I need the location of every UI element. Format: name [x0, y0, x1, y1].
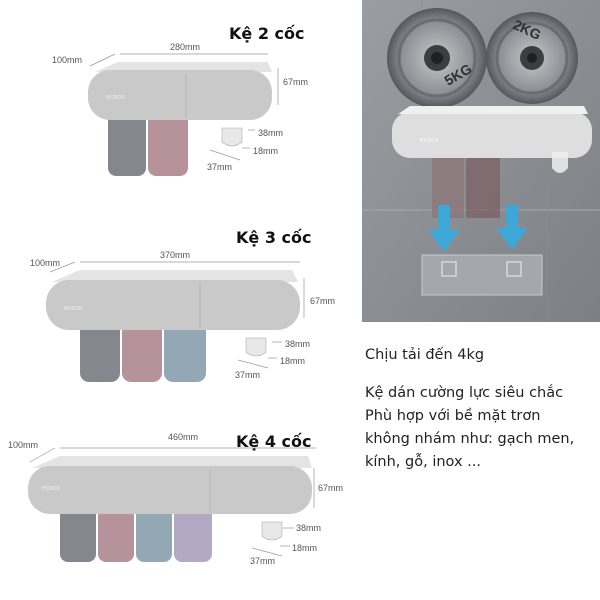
feature-line: Kệ dán cường lực siêu chắc [365, 385, 564, 401]
cup [108, 110, 146, 176]
cup [164, 320, 206, 382]
dim-depth: 100mm [52, 55, 83, 65]
cup [98, 500, 134, 562]
photo-scene: 5KG 2KG ecoco [362, 0, 600, 322]
brand-logo: ecoco [42, 485, 61, 492]
dim-hook-height: 38mm [258, 128, 284, 138]
feature-line: Phù hợp với bề mặt trơn [365, 408, 541, 424]
product-photo: 5KG 2KG ecoco [362, 0, 600, 322]
dim-height: 67mm [310, 296, 336, 306]
cup [122, 320, 162, 382]
shelf-4-cups-illustration: ecoco [28, 447, 316, 562]
cup [148, 110, 188, 176]
dim-width: 280mm [170, 42, 201, 52]
dim-hook-width: 37mm [235, 370, 261, 380]
product-title-4-cups: Kệ 4 cốc [236, 432, 312, 451]
dim-width: 460mm [168, 432, 199, 442]
cup [80, 320, 120, 382]
dim-hook-height: 38mm [296, 523, 322, 533]
dim-hook-height: 38mm [285, 339, 311, 349]
cup [60, 500, 96, 562]
dim-height: 67mm [283, 77, 309, 87]
cup [466, 158, 500, 218]
brand-logo: ecoco [106, 94, 125, 101]
cup [174, 500, 212, 562]
weight-plate-right: 2KG [486, 12, 578, 104]
shelf-body [88, 70, 272, 120]
adhesive-mount [421, 254, 543, 296]
dim-depth: 100mm [30, 258, 61, 268]
load-capacity-text: Chịu tải đến 4kg [365, 347, 485, 363]
photo-brand-logo: ecoco [420, 137, 439, 144]
arrow-down-icon [428, 205, 460, 252]
cup [136, 500, 172, 562]
shelf-2-cups-illustration: ecoco [88, 53, 279, 176]
dim-depth: 100mm [8, 440, 39, 450]
dim-hook-width: 37mm [250, 556, 276, 566]
feature-line: không nhám như: gạch men, [365, 431, 575, 447]
dim-hook-depth: 18mm [292, 543, 318, 553]
features-text: Kệ dán cường lực siêu chắc Phù hợp với b… [365, 382, 600, 474]
photo-shelf [392, 112, 592, 158]
weight-plate-left: 5KG [387, 8, 487, 108]
dim-height: 67mm [318, 483, 344, 493]
shelf-3-cups-illustration: ecoco [46, 261, 305, 382]
dim-hook-width: 37mm [207, 162, 233, 172]
dim-width: 370mm [160, 250, 191, 260]
shelf-body [46, 280, 300, 330]
product-title-3-cups: Kệ 3 cốc [236, 228, 312, 247]
product-title-2-cups: Kệ 2 cốc [229, 24, 305, 43]
dim-hook-depth: 18mm [253, 146, 279, 156]
shelf-body [28, 466, 312, 514]
dim-hook-depth: 18mm [280, 356, 306, 366]
brand-logo: ecoco [64, 305, 83, 312]
arrow-down-icon [496, 205, 528, 250]
feature-line: kính, gỗ, inox ... [365, 454, 481, 470]
